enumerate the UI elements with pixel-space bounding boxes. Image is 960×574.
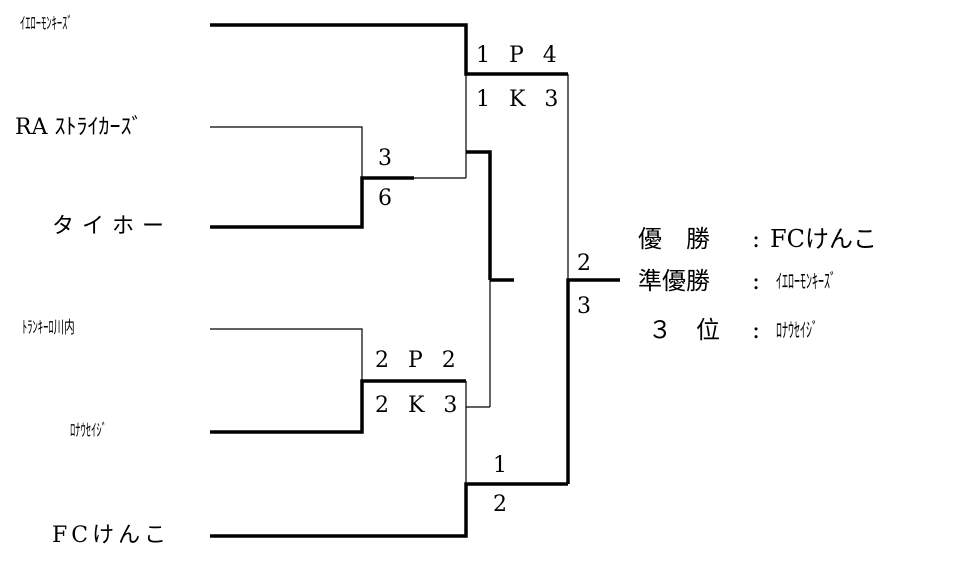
team-taiho: タイホー	[52, 214, 173, 239]
team-ronau-seiji: ﾛﾅｳｾｲｼﾞ	[70, 421, 107, 441]
score-final-top: 2	[577, 251, 597, 276]
bracket-line-qf2-loser	[210, 328, 363, 381]
champion-team: FCけんこ	[770, 225, 878, 253]
bracket-line-final-winner	[566, 278, 620, 484]
bracket-line-sf2-winner	[210, 482, 568, 538]
score-sf2-top: 1	[493, 453, 513, 478]
bracket-line-qf2-winner	[210, 379, 466, 434]
team-yellow-monkeys: ｲｴﾛｰﾓﾝｷｰｽﾞ	[20, 14, 73, 34]
score-qf2-top: 2 P 2	[375, 348, 462, 373]
team-ra-strikers: RA ｽﾄﾗｲｶｰｽﾞ	[15, 115, 143, 140]
champion-sep: :	[752, 225, 761, 253]
score-qf1-top: 3	[378, 146, 398, 171]
score-qf2-bottom: 2 K 3	[375, 393, 464, 418]
third-label: ３ 位	[648, 316, 720, 344]
score-sf1-bottom: 1 K 3	[476, 87, 565, 112]
bracket-line-qf1-loser	[210, 126, 363, 178]
bracket-line-qf1-winner	[210, 176, 414, 229]
third-team: ﾛﾅｳｾｲｼﾞ	[776, 318, 818, 342]
score-qf1-bottom: 6	[378, 186, 398, 211]
runnerup-team: ｲｴﾛｰﾓﾝｷｰｽﾞ	[776, 269, 836, 293]
team-fc-kenko: FCけんこ	[52, 523, 171, 548]
runnerup-label: 準優勝	[638, 267, 710, 295]
team-trankiro-sendai: ﾄﾗﾝｷｰﾛ川内	[22, 318, 75, 338]
bracket-line-qf2-out	[465, 381, 490, 408]
score-sf1-top: 1 P 4	[476, 43, 563, 68]
score-sf2-bottom: 2	[493, 492, 513, 517]
third-sep: :	[752, 316, 761, 344]
score-final-bottom: 3	[577, 294, 597, 319]
bracket-line-sf1-winner	[210, 23, 568, 76]
bracket-line-third-taiho	[466, 150, 492, 280]
champion-label: 優 勝	[638, 225, 710, 253]
runnerup-sep: :	[752, 267, 761, 295]
